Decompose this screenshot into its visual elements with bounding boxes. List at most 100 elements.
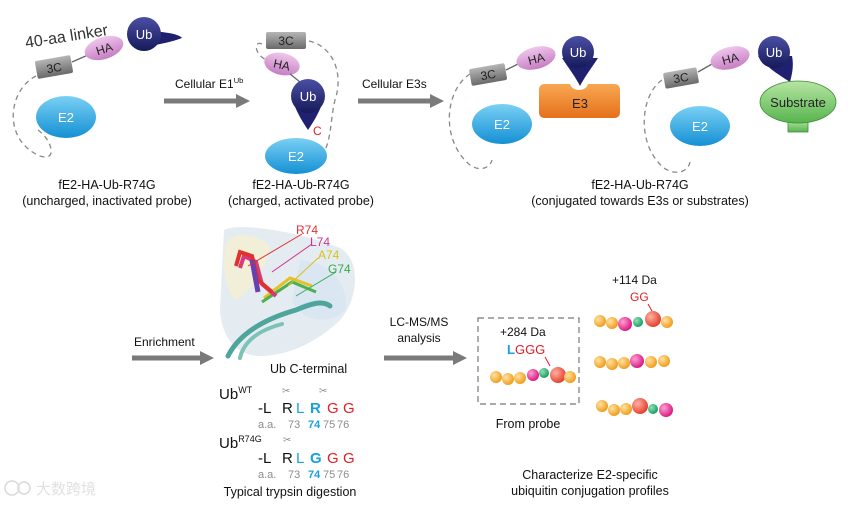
svg-text:-L: -L (258, 450, 271, 467)
c3-box-3 (469, 63, 507, 86)
sequence-caption: Typical trypsin digestion (224, 485, 357, 499)
gg-tag: GG (630, 290, 649, 304)
svg-text:74: 74 (308, 419, 321, 431)
ub-mut-sup: R74G (238, 434, 262, 444)
probe-tag-l: L (507, 342, 515, 357)
svg-text:L: L (296, 450, 304, 467)
scissors-icon: ✂ (319, 386, 327, 397)
watermark-text: 大数跨境 (36, 480, 96, 498)
ub-label-1: Ub (136, 27, 153, 42)
ub-structure: R74 L74 A74 G74 (220, 223, 356, 360)
c3-box-4 (663, 67, 699, 89)
seq-wt-2: L (296, 400, 304, 417)
probe-tag-ggg: GGG (515, 342, 545, 357)
scissors-icon: ✂ (282, 386, 290, 397)
e2-label-1: E2 (58, 110, 74, 125)
arrow-enrichment-label: Enrichment (134, 335, 195, 349)
ha-tag-1 (84, 35, 124, 61)
ub-wt-label: Ub (219, 386, 238, 403)
peptide-chain-1 (594, 311, 673, 331)
ms-caption-1: Characterize E2-specific (522, 468, 657, 482)
ha-label-1: HA (94, 40, 114, 58)
svg-text:LGGG: LGGG (507, 342, 545, 357)
scissors-icon: ✂ (283, 435, 291, 446)
gg-mass: +114 Da (612, 273, 657, 287)
e2-4 (670, 106, 730, 146)
c3-box-2 (266, 32, 306, 49)
probe-mass: +284 Da (500, 325, 546, 339)
svg-text:R: R (282, 450, 293, 467)
ha-label-2: HA (272, 56, 291, 73)
svg-text:UbR74G: UbR74G (219, 434, 262, 452)
ub-r74g-sequence: UbR74G ✂ -L R L G G G a.a. 73 74 75 76 (219, 434, 355, 481)
ub-2 (291, 79, 325, 113)
e2-label-3: E2 (494, 117, 510, 132)
ub-wt-sup: WT (238, 385, 252, 395)
e2-1 (36, 96, 96, 138)
probe-uncharged: 40-aa linker 3C HA Ub E2 (12, 17, 182, 158)
svg-text:Cellular E1Ub: Cellular E1Ub (175, 76, 243, 91)
svg-text:UbWT: UbWT (219, 385, 253, 403)
ha-label-3: HA (526, 50, 546, 68)
arrow-e3s-label: Cellular E3s (362, 77, 427, 91)
probe-3-name: fE2-HA-Ub-R74G (591, 178, 688, 192)
residue-l74: L74 (310, 235, 330, 249)
probe-2-state: (charged, activated probe) (228, 194, 374, 208)
ub-3 (562, 36, 594, 68)
arrow-lcms-line2: analysis (397, 331, 440, 345)
substrate-label: Substrate (770, 95, 826, 110)
structure-caption: Ub C-terminal (270, 362, 347, 376)
seq-wt-4: G (327, 400, 339, 417)
svg-text:74: 74 (308, 469, 321, 481)
seq-wt-0: -L (258, 400, 271, 417)
arrow-e1-sup: Ub (234, 76, 244, 85)
ub-wt-sequence: UbWT ✂ ✂ -L R L R G G a.a. 73 74 75 76 (219, 385, 355, 431)
ha-label-4: HA (720, 50, 740, 68)
e3-label: E3 (572, 96, 588, 111)
e3-ligase (539, 84, 620, 118)
residue-r74: R74 (296, 223, 318, 237)
svg-text:76: 76 (337, 469, 349, 481)
svg-text:73: 73 (288, 419, 300, 431)
peptide-chain-2 (594, 354, 670, 370)
probe-1-state: (uncharged, inactivated probe) (22, 194, 192, 208)
arrow-lcms-line1: LC-MS/MS (390, 315, 449, 329)
svg-text:G: G (310, 450, 322, 467)
cys-label: C (313, 124, 322, 138)
e2-2 (265, 138, 327, 174)
c3-label-4: 3C (672, 70, 690, 87)
probe-2-name: fE2-HA-Ub-R74G (252, 178, 349, 192)
c3-box-1 (35, 55, 73, 79)
ha-tag-4 (710, 46, 750, 70)
c3-label-1: 3C (45, 60, 63, 77)
peptide-chain-3 (596, 398, 673, 417)
probe-conjugated-e3: 3C HA Ub E3 E2 (448, 36, 620, 170)
probe-peptide-chain (490, 367, 576, 385)
c3-label-3: 3C (479, 67, 497, 84)
svg-text:75: 75 (323, 419, 335, 431)
e2-3 (472, 104, 532, 144)
probe-1-name: fE2-HA-Ub-R74G (58, 178, 155, 192)
substrate (759, 80, 837, 124)
ha-tag-3 (516, 46, 556, 70)
ms-caption-2: ubiquitin conjugation profiles (511, 484, 669, 498)
ha-tag-2 (264, 52, 300, 76)
probe-caption: From probe (496, 417, 561, 431)
linker-1 (12, 75, 52, 158)
ub-label-4: Ub (766, 45, 783, 60)
ub-1 (127, 17, 161, 51)
probe-charged: 3C HA Ub C E2 (255, 32, 339, 174)
seq-wt-5: G (343, 400, 355, 417)
residue-g74: G74 (328, 262, 351, 276)
svg-text:76: 76 (337, 419, 349, 431)
ub-label-3: Ub (570, 45, 587, 60)
watermark: 大数跨境 (4, 480, 96, 498)
svg-text:75: 75 (323, 469, 335, 481)
e2-label-2: E2 (288, 149, 304, 164)
probe-3-state: (conjugated towards E3s or substrates) (531, 194, 748, 208)
seq-wt-3: R (310, 400, 321, 417)
e2-label-4: E2 (692, 119, 708, 134)
svg-text:G: G (327, 450, 339, 467)
arrow-e1-label: Cellular E1 (175, 77, 234, 91)
